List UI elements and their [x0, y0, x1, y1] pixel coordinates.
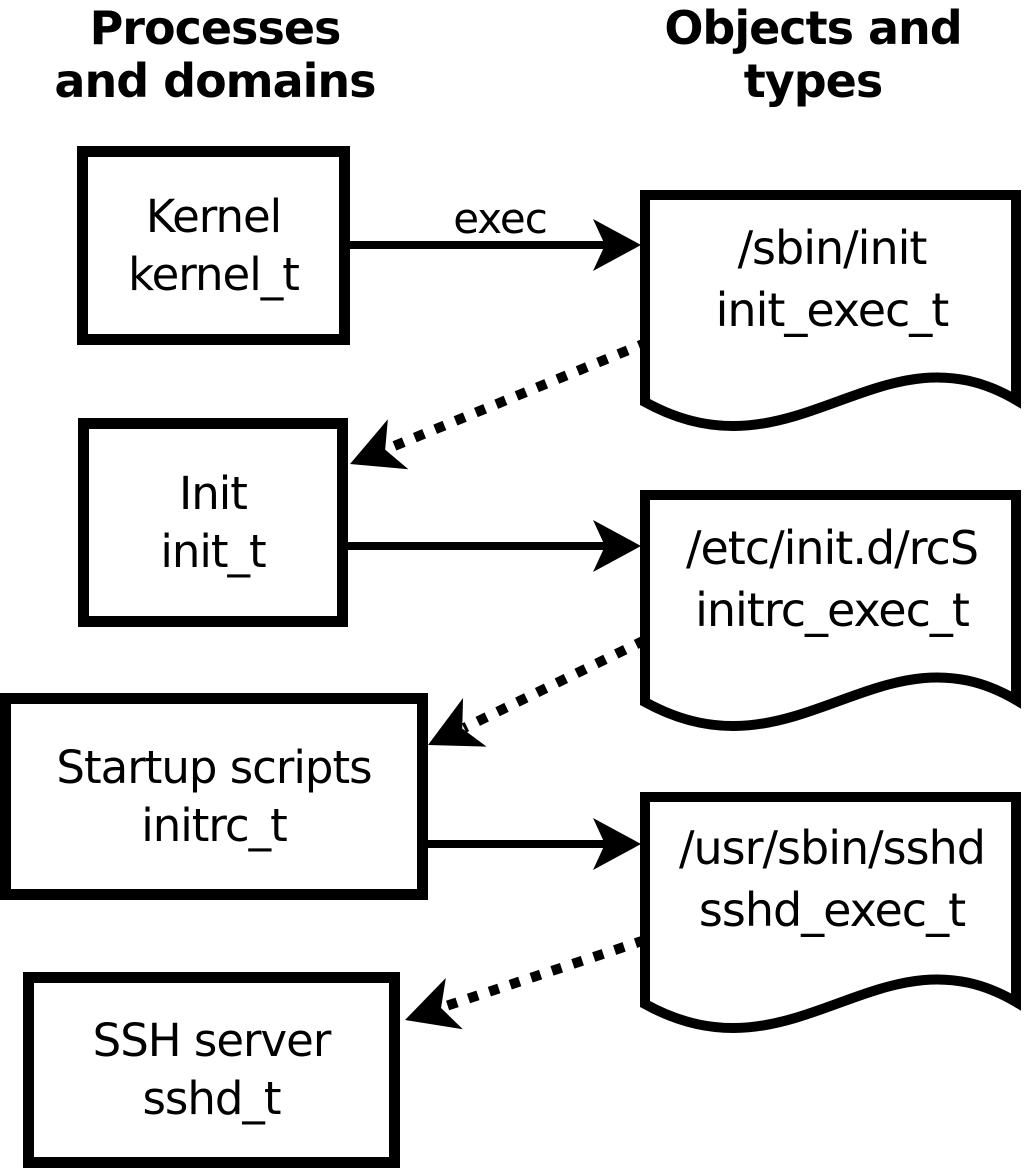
- right-column-header: Objects and types: [623, 2, 1003, 108]
- object-path: /sbin/init: [737, 221, 928, 275]
- document-shape-etc-initd-rcs: [640, 490, 1021, 732]
- process-name: Init: [179, 466, 248, 520]
- object-type: initrc_exec_t: [695, 583, 970, 637]
- right-column-header-line2: types: [743, 54, 883, 108]
- process-name: SSH server: [92, 1014, 332, 1067]
- object-type: sshd_exec_t: [698, 883, 966, 937]
- process-name: Kernel: [145, 189, 282, 243]
- exec-edge-label: exec: [453, 194, 548, 243]
- right-column-header-line1: Objects and: [664, 1, 962, 55]
- left-column-header: Processes and domains: [20, 2, 410, 108]
- solid-arrowhead-init-to-etc-initd-rcs: [593, 520, 641, 572]
- object-type: init_exec_t: [715, 283, 950, 337]
- process-box-startup-scripts: Startup scripts initrc_t: [0, 693, 428, 900]
- object-doc-label-usr-sbin-sshd: /usr/sbin/sshd sshd_exec_t: [647, 817, 1017, 941]
- dotted-arrow-sbin-init-to-init: [385, 337, 650, 454]
- dotted-arrow-usr-sbin-sshd-to-ssh-server: [441, 935, 647, 1012]
- solid-arrowhead-startup-to-usr-sbin-sshd: [593, 818, 641, 870]
- dotted-arrow-etc-initd-rcs-to-startup: [461, 635, 648, 733]
- process-domain: initrc_t: [141, 798, 288, 852]
- object-doc-label-sbin-init: /sbin/init init_exec_t: [647, 217, 1017, 341]
- left-column-header-line2: and domains: [54, 54, 376, 108]
- object-path: /usr/sbin/sshd: [679, 821, 986, 875]
- left-column-header-line1: Processes: [89, 1, 342, 55]
- document-shape-sbin-init: [640, 190, 1021, 432]
- process-box-init: Init init_t: [78, 418, 348, 627]
- object-path: /etc/init.d/rcS: [685, 521, 979, 575]
- document-shape-usr-sbin-sshd: [640, 792, 1021, 1034]
- process-domain: init_t: [160, 524, 266, 578]
- process-box-ssh-server: SSH server sshd_t: [23, 972, 400, 1168]
- dotted-arrowhead-etc-initd-rcs-to-startup: [428, 698, 487, 747]
- process-name: Startup scripts: [56, 740, 372, 794]
- dotted-arrowhead-usr-sbin-sshd-to-ssh-server: [405, 977, 463, 1030]
- solid-arrowhead-kernel-to-sbin-init: [593, 219, 641, 271]
- process-domain: kernel_t: [128, 247, 300, 301]
- process-box-kernel: Kernel kernel_t: [77, 146, 350, 345]
- process-domain: sshd_t: [142, 1072, 281, 1125]
- dotted-arrowhead-sbin-init-to-init: [350, 419, 409, 470]
- object-doc-label-etc-initd-rcs: /etc/init.d/rcS initrc_exec_t: [647, 517, 1017, 641]
